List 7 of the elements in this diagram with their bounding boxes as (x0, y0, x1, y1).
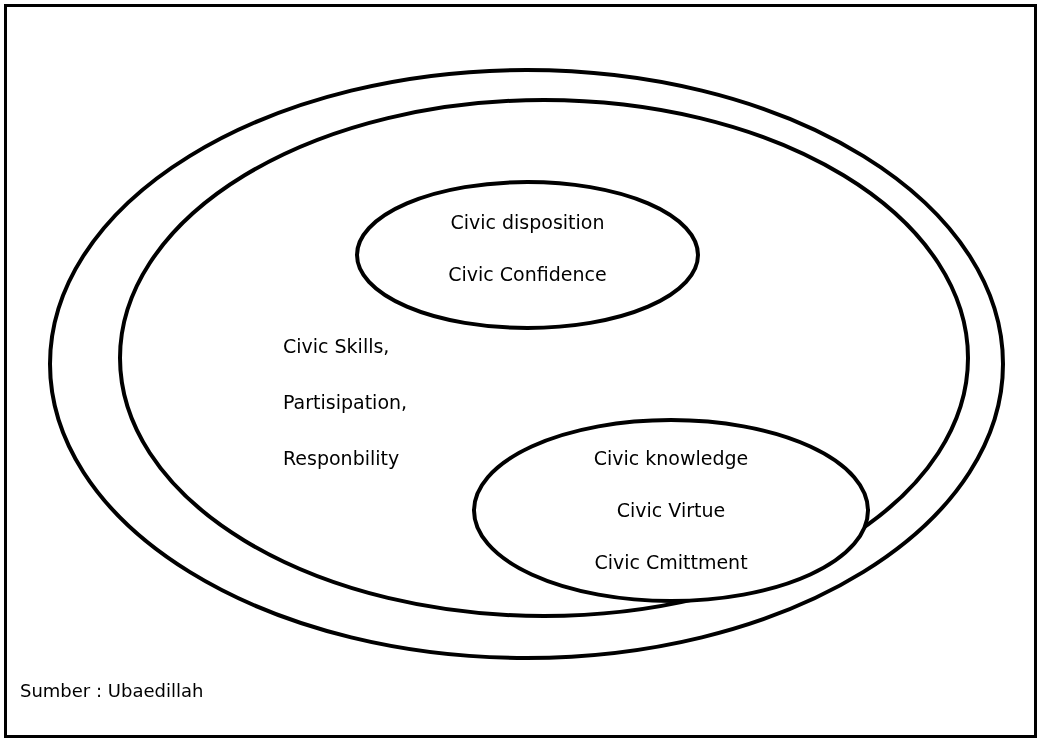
ellipse-label: Civic Cmittment (593, 550, 749, 574)
ellipse-label: Civic knowledge (592, 446, 750, 470)
source-note: Sumber : Ubaedillah (20, 680, 204, 701)
ellipse-label: Civic Skills, Partisipation, Responbility (283, 334, 409, 471)
ellipse-label: Civic Confidence (447, 262, 608, 286)
ellipse-label: Civic disposition (449, 210, 606, 234)
ellipse-label: Civic Virtue (615, 498, 727, 522)
